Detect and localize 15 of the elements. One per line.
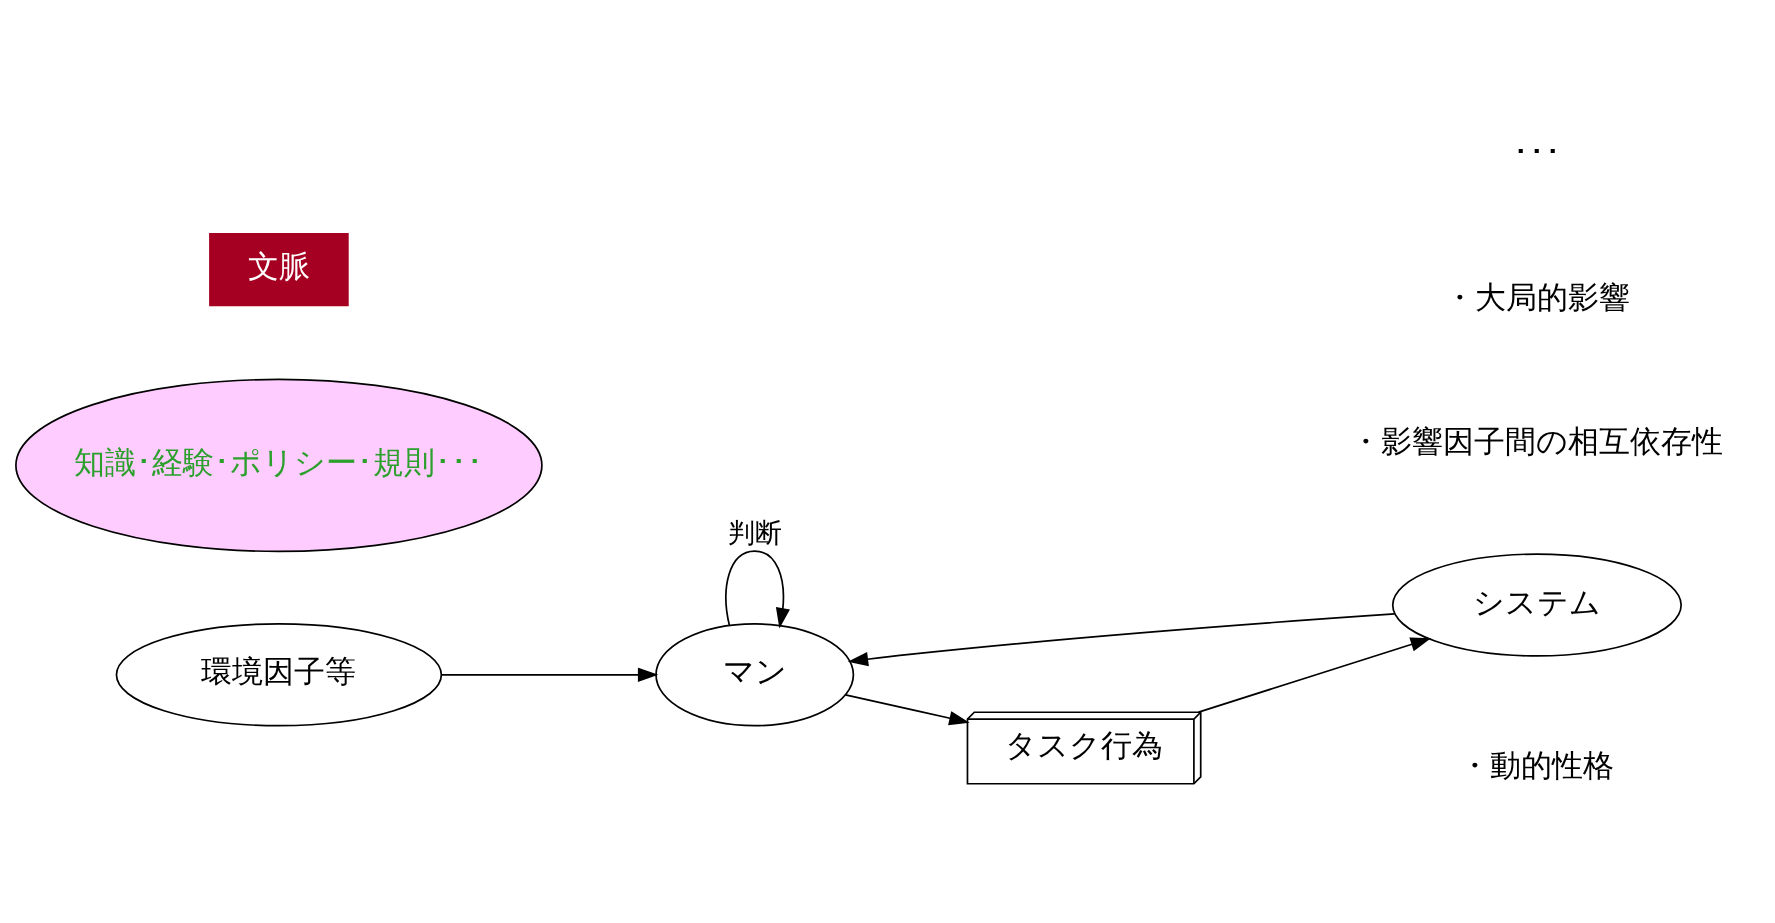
node-ellipse: 知識･経験･ポリシー･規則･･･ <box>15 378 543 552</box>
arrow <box>844 693 970 725</box>
node-ellipse: システム <box>1391 552 1682 657</box>
arrow <box>847 612 1396 666</box>
arrow <box>725 549 790 628</box>
node-box: 文脈 <box>209 232 349 306</box>
edge-label: 判断 <box>727 516 782 548</box>
arrow <box>441 667 659 682</box>
label: ・動的性格 <box>1459 747 1615 783</box>
label: ・影響因子間の相互依存性 <box>1350 423 1724 459</box>
arrow <box>1197 637 1431 713</box>
label: ・大局的影響 <box>1443 279 1630 315</box>
node-ellipse: マン <box>655 622 855 727</box>
node-ellipse: 環境因子等 <box>115 622 443 727</box>
label: ･･･ <box>1512 134 1561 170</box>
